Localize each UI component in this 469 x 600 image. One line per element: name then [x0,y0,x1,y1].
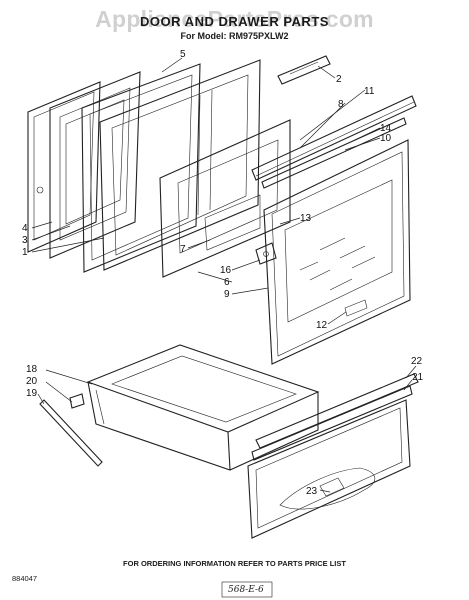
callout-23: 23 [306,486,318,497]
callout-14: 14 [380,123,392,134]
watermark: AppliancePartsPros.com [95,6,374,32]
callout-13: 13 [300,213,312,224]
callout-9: 9 [224,289,230,300]
drawer-trim-21[interactable] [251,385,413,461]
callout-4: 4 [22,223,28,234]
drawer-roller-20[interactable] [69,393,85,409]
callout-3: 3 [22,235,28,246]
outer-door-panel-9[interactable] [263,139,411,365]
diagram-title: DOOR AND DRAWER PARTS [140,14,329,29]
callout-5: 5 [180,49,186,60]
callout-16: 16 [220,265,232,276]
revision-box [221,581,273,598]
callout-7: 7 [180,244,186,255]
drawer-body-18[interactable] [86,344,320,471]
callout-6: 6 [224,277,230,288]
callout-1: 1 [22,247,28,258]
callout-10: 10 [380,133,392,144]
ordering-note: FOR ORDERING INFORMATION REFER TO PARTS … [123,559,346,568]
callout-2: 2 [336,74,342,85]
callout-11: 11 [364,86,375,97]
revision-mark: 568-E-6 [228,585,264,595]
diagram-code: 884047 [12,574,38,583]
callout-21: 21 [412,372,424,383]
callout-8: 8 [338,99,344,110]
inner-door-panel-4[interactable] [27,81,101,253]
callout-22: 22 [411,356,423,367]
drawer-front-panel-23[interactable] [247,399,411,539]
door-liner-3[interactable] [49,71,141,259]
model-subtitle: For Model: RM975PXLW2 [180,31,289,41]
door-frame-1[interactable] [99,59,261,271]
leader-lines [31,57,417,493]
callout-19: 19 [26,388,38,399]
callout-20: 20 [26,376,38,387]
drawer-slide-rail-19[interactable] [39,399,103,467]
callout-numbers: 5 2 11 8 14 10 4 3 1 7 13 16 6 9 12 18 2… [22,49,424,497]
door-gasket-5[interactable] [81,63,201,273]
door-handle-11[interactable] [251,95,417,181]
callout-18: 18 [26,364,38,375]
inner-glass-panel-7[interactable] [159,119,291,278]
drawer-trim-strip-22[interactable] [255,373,419,449]
handle-end-cap-2[interactable] [277,55,331,85]
callout-12: 12 [316,320,328,331]
